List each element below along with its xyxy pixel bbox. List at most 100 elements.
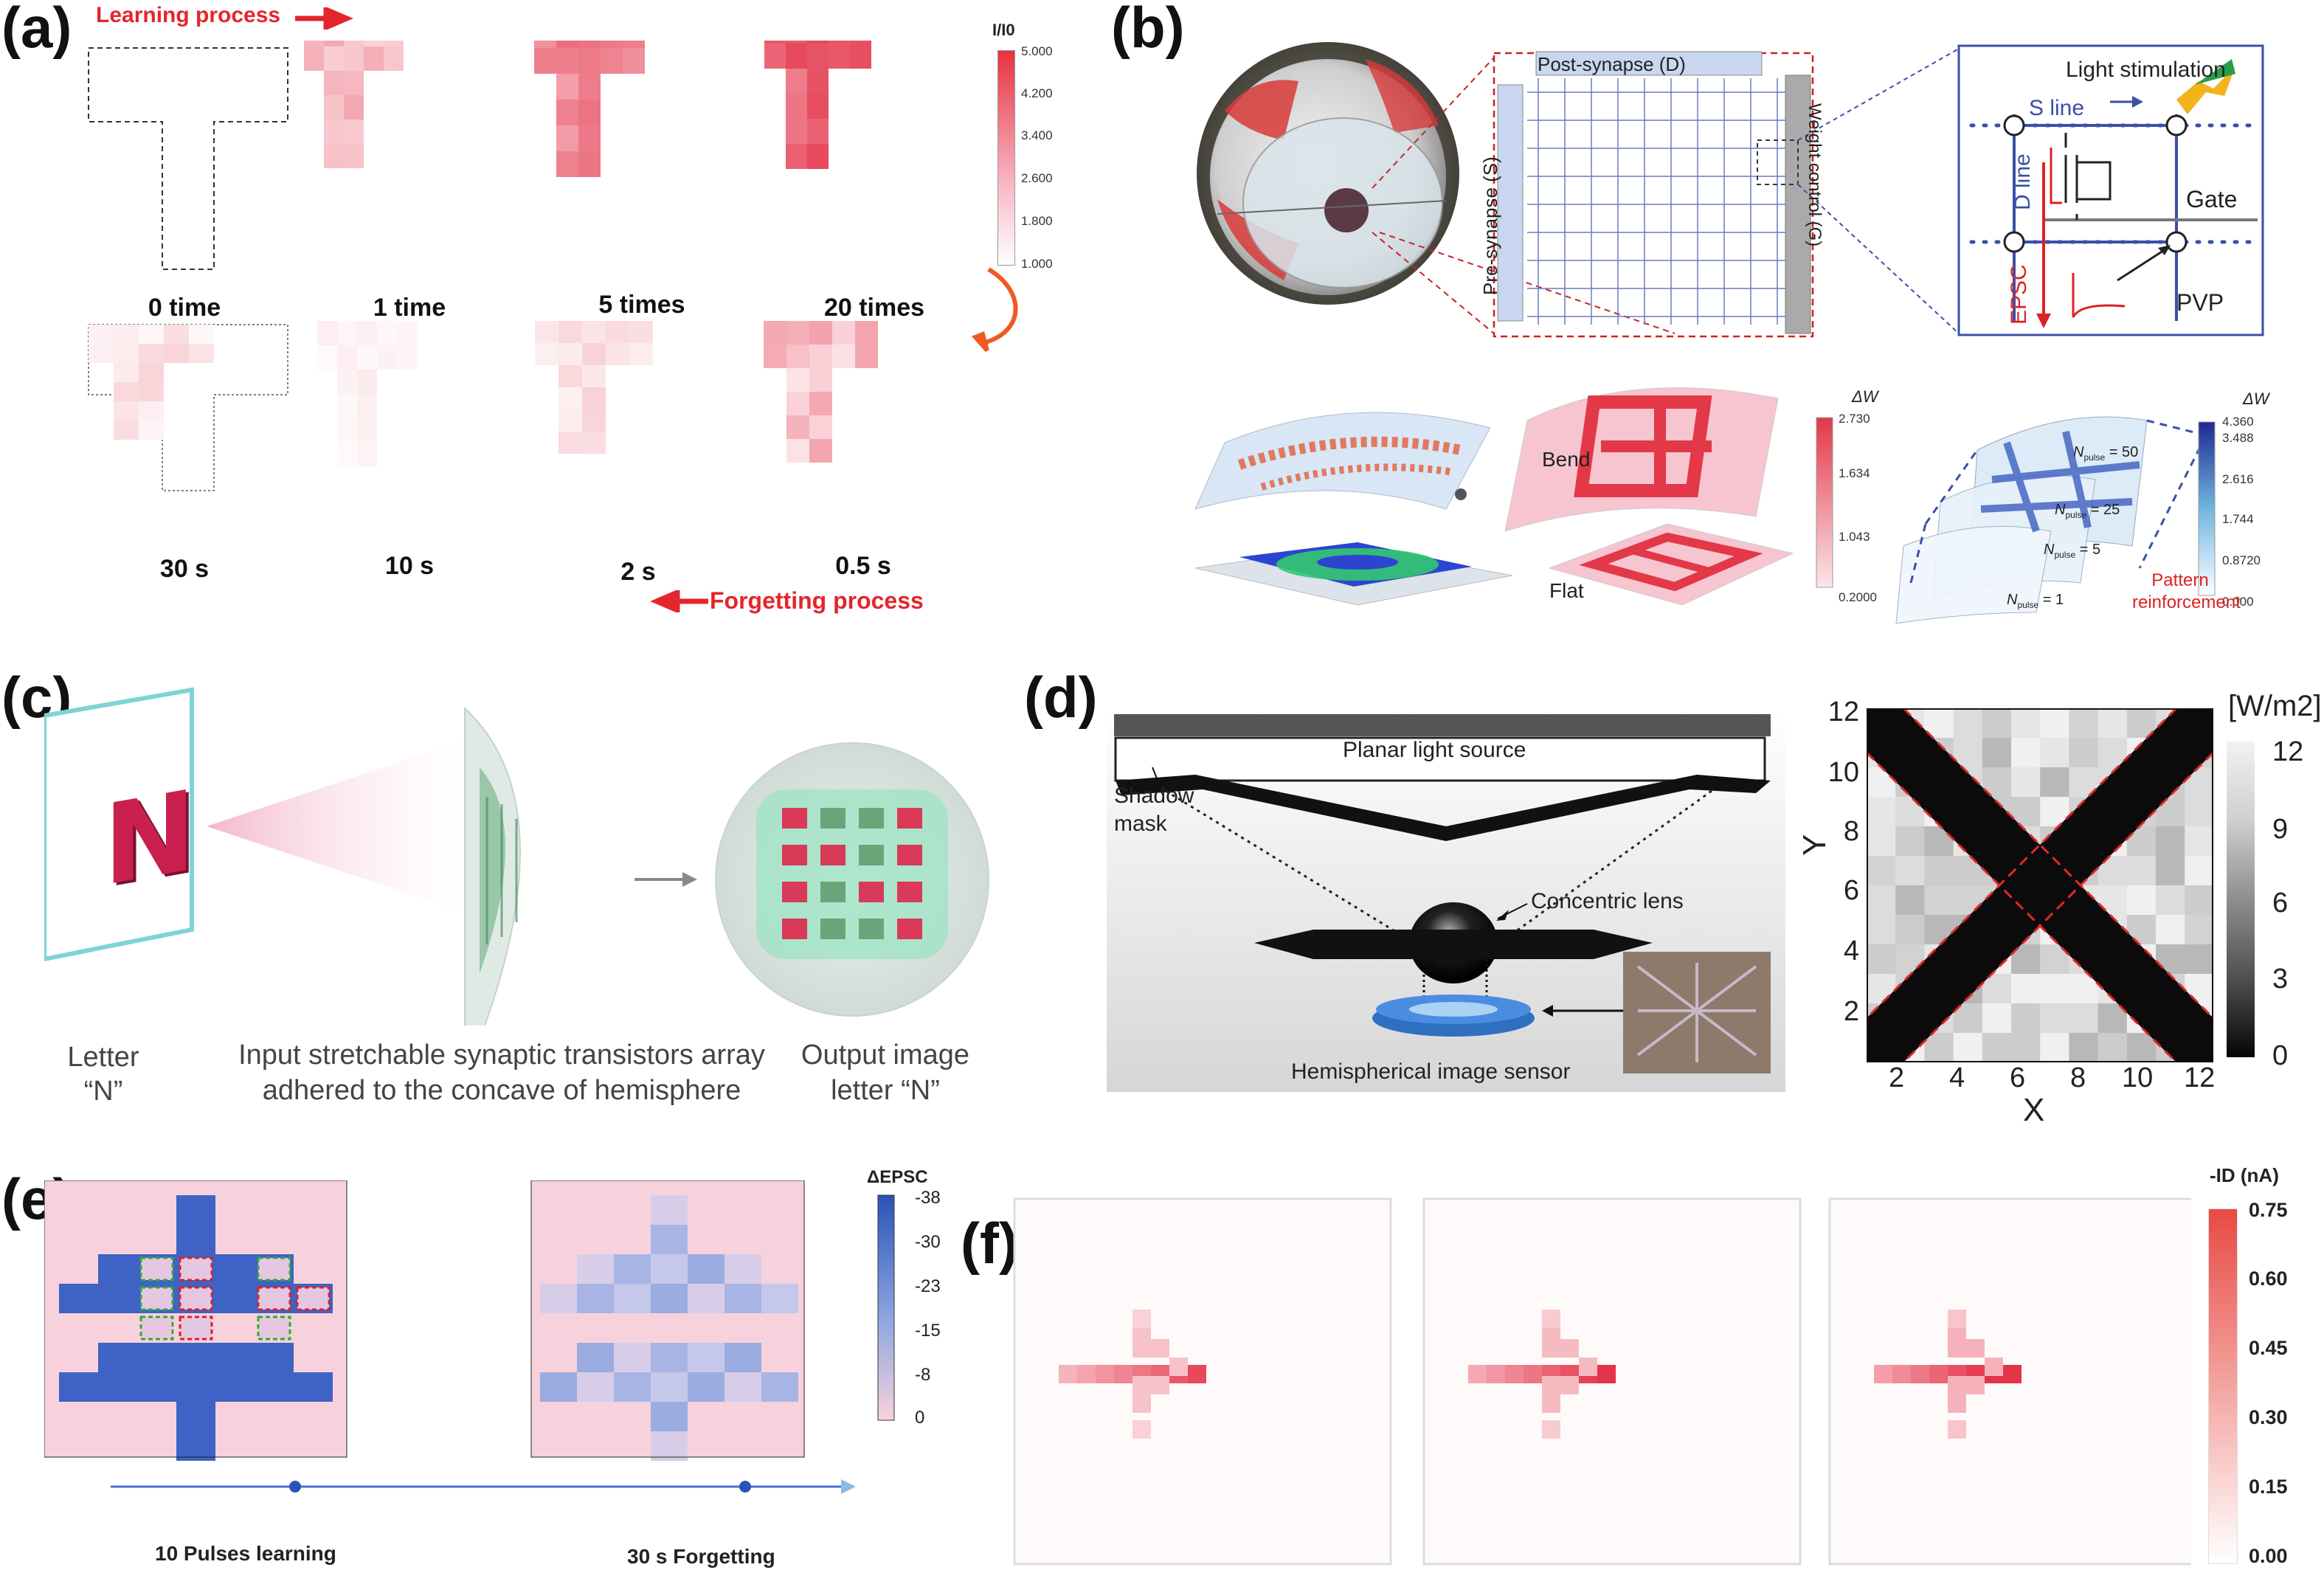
e-cell xyxy=(577,1284,614,1313)
gate-label: Gate xyxy=(2186,186,2238,212)
d-ctick: 12 xyxy=(2272,736,2304,767)
f-cell xyxy=(1151,1339,1169,1358)
heatmap-cell xyxy=(578,74,601,100)
heatmap-cell xyxy=(629,343,653,365)
contour-cell xyxy=(2040,767,2070,798)
npulse-sub: pulse xyxy=(2083,452,2106,463)
e-cell xyxy=(688,1372,724,1402)
contour-cell xyxy=(2185,826,2213,857)
contour-cell xyxy=(1867,915,1896,945)
f-cell xyxy=(1077,1365,1096,1383)
contour-cell xyxy=(2185,915,2213,945)
output-pixel xyxy=(782,919,807,939)
f-cell xyxy=(1059,1365,1077,1383)
f-tick: 0.00 xyxy=(2249,1545,2288,1567)
d-ytick: 10 xyxy=(1827,757,1859,788)
contour-cell xyxy=(2185,944,2213,975)
heatmap-cell xyxy=(139,421,164,440)
e-cell xyxy=(137,1343,176,1372)
heatmap-cell xyxy=(89,325,114,344)
heatmap-cell xyxy=(384,41,404,46)
heatmap-cell xyxy=(829,44,850,69)
e-cell xyxy=(651,1343,688,1372)
heatmap-cell xyxy=(357,394,377,418)
e-tick: -38 xyxy=(915,1188,941,1208)
s-line-label: S line xyxy=(2029,96,2085,120)
heatmap-cell xyxy=(582,321,606,343)
contour-cell xyxy=(2040,974,2070,1004)
e-cell xyxy=(98,1343,137,1372)
heatmap-cell xyxy=(344,71,364,95)
e-tick: -30 xyxy=(915,1232,941,1252)
npulse-value: = 1 xyxy=(2042,592,2064,608)
contour-cell xyxy=(1867,856,1896,886)
heatmap-cell xyxy=(786,392,809,415)
f-cell xyxy=(1966,1376,1985,1394)
heatmap-cell xyxy=(364,46,384,71)
heatmap-cell xyxy=(556,41,578,48)
heatmap-cell xyxy=(786,321,809,345)
heatmap-cell xyxy=(829,41,850,44)
contour-cell xyxy=(1867,944,1896,975)
heatmap-cell xyxy=(556,151,578,177)
f-cell xyxy=(1169,1358,1188,1376)
contour-cell xyxy=(2011,974,2041,1004)
heatmap-cell xyxy=(344,41,364,46)
e-cell xyxy=(540,1372,577,1402)
caption-1-time: 1 time xyxy=(373,294,446,322)
e-cell xyxy=(724,1343,761,1372)
b-cb1-tick: 2.730 xyxy=(1839,412,1870,426)
output-pixel xyxy=(782,845,807,865)
heatmap-cell xyxy=(364,41,384,46)
contour-cell xyxy=(1953,738,1983,768)
e-cell xyxy=(577,1343,614,1372)
contour-cell xyxy=(1924,856,1954,886)
e-cell xyxy=(98,1254,137,1284)
heatmap-cell xyxy=(337,345,357,370)
e-caption-forgetting: 30 s Forgetting xyxy=(627,1545,775,1568)
d-xtick: 8 xyxy=(2070,1062,2086,1093)
e-cell xyxy=(540,1284,577,1313)
e-highlight-cell xyxy=(296,1286,331,1311)
e-cell xyxy=(688,1284,724,1313)
heatmap-cell xyxy=(850,44,871,69)
d-ctick: 9 xyxy=(2272,814,2289,845)
contour-cell xyxy=(1924,1033,1954,1062)
f-cell xyxy=(1542,1394,1560,1413)
heatmap-cell xyxy=(786,41,807,44)
contour-cell xyxy=(2156,856,2185,886)
heatmap-cell xyxy=(357,418,377,443)
delta-w-label-2: ΔW xyxy=(2243,390,2269,408)
f-cell xyxy=(1948,1420,1966,1439)
panel-a-colorbar-title: I/I0 xyxy=(992,21,1015,39)
b-cb2-tick: 0.000 xyxy=(2222,595,2254,609)
npulse-25-label: Npulse = 25 xyxy=(2055,502,2120,520)
d-xtick: 12 xyxy=(2184,1062,2216,1093)
heatmap-cell xyxy=(304,41,324,46)
heatmap-cell xyxy=(114,382,139,401)
contour-cell xyxy=(1924,885,1954,916)
hemispherical-sensor-label: Hemispherical image sensor xyxy=(1291,1059,1571,1084)
heatmap-cell xyxy=(764,44,786,69)
contour-cell xyxy=(1867,797,1896,827)
heatmap-cell xyxy=(764,321,786,345)
epsc-label: EPSC xyxy=(2007,264,2031,325)
heatmap-cell xyxy=(324,71,344,95)
heatmap-cell xyxy=(558,409,582,432)
contour-cell xyxy=(2011,738,2041,768)
e-cell xyxy=(651,1402,688,1431)
e-cell xyxy=(724,1372,761,1402)
heatmap-cell xyxy=(357,370,377,394)
panel-a-label: (a) xyxy=(1,0,72,60)
contour-cell xyxy=(2098,708,2128,739)
caption-input-line2: adhered to the concave of hemisphere xyxy=(262,1075,741,1106)
contour-cell xyxy=(1953,1033,1983,1062)
panel-b-eye-array xyxy=(1197,42,2264,338)
contour-cell xyxy=(1867,885,1896,916)
d-xtick: 6 xyxy=(2010,1062,2026,1093)
heatmap-cell xyxy=(317,321,337,345)
f-cell xyxy=(1096,1365,1114,1383)
heatmap-cell xyxy=(558,343,582,365)
e-cell xyxy=(98,1372,137,1402)
heatmap-cell xyxy=(578,41,601,48)
